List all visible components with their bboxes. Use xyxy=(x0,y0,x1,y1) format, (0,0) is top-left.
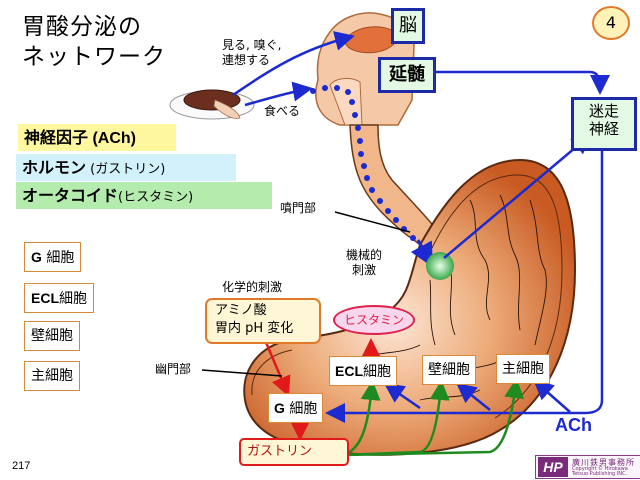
g-cell-box: G 細胞 xyxy=(268,393,324,423)
mechanical-stimulus-label: 機械的 刺激 xyxy=(346,248,382,278)
mechanical-line-1: 機械的 xyxy=(346,248,383,262)
cardia-label: 噴門部 xyxy=(280,201,317,215)
vagus-line-2: 神経 xyxy=(588,120,619,138)
key-g-cell-bold: G xyxy=(31,249,42,265)
key-chief-cell: 主細胞 xyxy=(24,361,80,391)
vagus-nerve-node: 迷走 神経 xyxy=(571,97,637,151)
mechanical-line-2: 刺激 xyxy=(352,263,377,277)
amino-line-2: 胃内 pH 変化 xyxy=(215,321,294,336)
key-ecl-cell: ECL細胞 xyxy=(24,283,94,313)
logo-copyright: Copyright © Hirokawa Tetsuo Publishing I… xyxy=(572,466,628,477)
g-cell-bold: G xyxy=(274,400,285,416)
legend-neural-sub: (ACh) xyxy=(88,130,136,147)
food-plate-illustration xyxy=(169,89,255,120)
see-smell-line-2: 連想する xyxy=(222,53,271,67)
medulla-node: 延髄 xyxy=(378,57,436,93)
key-g-cell: G 細胞 xyxy=(24,242,82,272)
chief-cell-box: 主細胞 xyxy=(496,354,550,384)
pylorus-label: 幽門部 xyxy=(155,362,192,376)
key-chief-cell-label: 主細胞 xyxy=(31,368,73,384)
amino-line-1: アミノ酸 xyxy=(215,303,267,318)
legend-autacoid-sub: (ヒスタミン) xyxy=(118,190,194,205)
title-line-1: 胃酸分泌の xyxy=(22,14,142,40)
histamine-oval: ヒスタミン xyxy=(333,305,415,335)
amino-acid-ph-box: アミノ酸 胃内 pH 変化 xyxy=(205,298,321,344)
chemical-stimulus-label: 化学的刺激 xyxy=(222,280,283,294)
legend-neural-label: 神経因子 xyxy=(24,128,89,147)
gastrin-box: ガストリン xyxy=(239,438,349,466)
key-g-cell-rest: 細胞 xyxy=(41,250,75,266)
ecl-cell-box: ECL細胞 xyxy=(329,356,397,386)
parietal-cell-box: 壁細胞 xyxy=(422,355,476,385)
legend-hormone-label: ホルモン xyxy=(22,158,87,177)
legend-autacoid: オータコイド(ヒスタミン) xyxy=(16,182,272,209)
vagus-line-1: 迷走 xyxy=(588,102,619,120)
publisher-logo: HP 廣川鉄男事務所 Copyright © Hirokawa Tetsuo P… xyxy=(535,455,640,479)
key-ecl-cell-rest: 細胞 xyxy=(59,291,87,307)
ecl-cell-bold: ECL xyxy=(335,363,363,379)
mechanical-stimulus-blob xyxy=(426,252,454,280)
eat-label: 食べる xyxy=(264,104,301,118)
key-ecl-cell-bold: ECL xyxy=(31,290,59,306)
brain-node: 脳 xyxy=(391,8,425,44)
g-cell-rest: 細胞 xyxy=(284,401,318,417)
logo-mark: HP xyxy=(538,457,568,477)
legend-neural-factor: 神経因子 (ACh) xyxy=(18,124,176,151)
key-parietal-cell: 壁細胞 xyxy=(24,321,80,351)
see-smell-line-1: 見る, 嗅ぐ, xyxy=(222,38,282,52)
legend-hormone: ホルモン (ガストリン) xyxy=(16,154,236,181)
slide-number-badge: 4 xyxy=(592,6,630,40)
legend-hormone-sub: (ガストリン) xyxy=(86,162,166,177)
see-smell-label: 見る, 嗅ぐ, 連想する xyxy=(222,38,281,68)
logo-name: 廣川鉄男事務所 xyxy=(572,458,635,467)
page-number: 217 xyxy=(12,460,31,472)
legend-autacoid-label: オータコイド xyxy=(22,186,119,205)
key-parietal-cell-label: 壁細胞 xyxy=(31,328,73,344)
ecl-cell-rest: 細胞 xyxy=(363,364,391,380)
ach-label: ACh xyxy=(555,415,592,435)
title-line-2: ネットワーク xyxy=(22,44,166,70)
slide-title: 胃酸分泌の ネットワーク xyxy=(22,12,166,72)
